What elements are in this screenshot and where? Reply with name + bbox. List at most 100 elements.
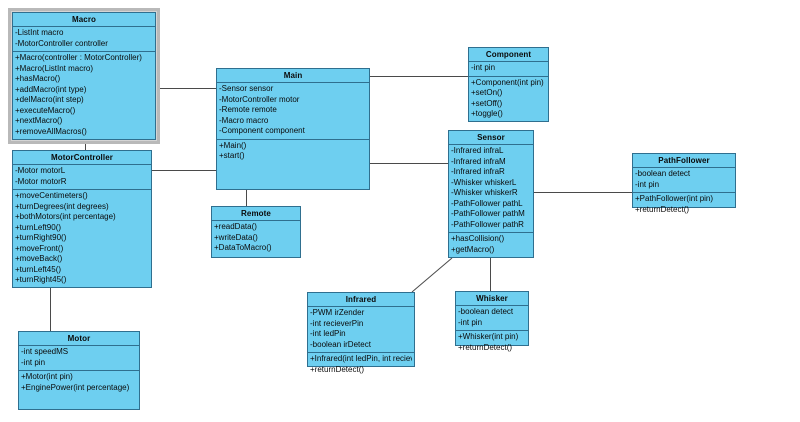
attribute-row: -Motor motorR bbox=[15, 176, 67, 186]
attribute-row: -Remote remote bbox=[219, 105, 277, 114]
class-box-macro[interactable]: Macro -ListInt macro -MotorController co… bbox=[12, 12, 156, 140]
attribute-row: -Whisker whiskerL bbox=[451, 177, 517, 187]
class-title-sensor: Sensor bbox=[449, 131, 533, 145]
operation-row: +nextMacro() bbox=[15, 116, 63, 125]
operation-row: +EnginePower(int percentage) bbox=[21, 382, 130, 392]
class-attributes-sensor: -Infrared infraL -Infrared infraM -Infra… bbox=[449, 145, 533, 232]
class-title-remote: Remote bbox=[212, 207, 300, 221]
connector-macro-main bbox=[152, 88, 216, 89]
attribute-row: -Macro macro bbox=[219, 115, 269, 125]
attribute-row: -boolean detect bbox=[635, 169, 691, 178]
class-box-pathfollower[interactable]: PathFollower -boolean detect -int pin +P… bbox=[632, 153, 736, 214]
class-operations-pathfollower: +PathFollower(int pin) +returnDetect() bbox=[633, 192, 735, 217]
connector-main-component bbox=[370, 76, 468, 77]
class-operations-sensor: +hasCollision() +getMacro() bbox=[449, 232, 533, 257]
operation-row: +Main() bbox=[219, 140, 247, 150]
class-box-whisker[interactable]: Whisker -boolean detect -int pin +Whiske… bbox=[455, 291, 529, 352]
operation-row: +removeAllMacros() bbox=[15, 126, 87, 136]
operation-row: +executeMacro() bbox=[15, 105, 76, 115]
class-title-motor: Motor bbox=[19, 332, 139, 346]
attribute-row: -PWM irZender bbox=[310, 308, 365, 317]
class-title-main: Main bbox=[217, 69, 369, 83]
class-attributes-component: -int pin bbox=[469, 62, 548, 76]
operation-row: +turnRight45() bbox=[15, 275, 67, 284]
attribute-row: -Component component bbox=[219, 126, 305, 135]
attribute-row: -int pin bbox=[458, 317, 483, 327]
class-operations-remote: +readData() +writeData() +DataToMacro() bbox=[212, 221, 300, 256]
attribute-row: -int pin bbox=[635, 179, 660, 189]
operation-row: +turnLeft90() bbox=[15, 222, 62, 232]
attribute-row: -int recieverPin bbox=[310, 318, 364, 328]
operation-row: +setOn() bbox=[471, 88, 503, 97]
connector-main-sensor bbox=[370, 163, 448, 164]
attribute-row: -Infrared infraL bbox=[451, 146, 504, 155]
operation-row: +Macro(ListInt macro) bbox=[15, 63, 94, 73]
attribute-row: -Motor motorL bbox=[15, 166, 66, 175]
operation-row: +setOff() bbox=[471, 98, 503, 108]
class-operations-motorcontroller: +moveCentimeters() +turnDegrees(int degr… bbox=[13, 189, 151, 288]
operation-row: +DataToMacro() bbox=[214, 243, 272, 252]
attribute-row: -MotorController controller bbox=[15, 38, 108, 48]
operation-row: +turnDegrees(int degrees) bbox=[15, 201, 109, 211]
class-operations-infrared: +Infrared(int ledPin, int recieverPin) +… bbox=[308, 352, 414, 377]
class-attributes-main: -Sensor sensor -MotorController motor -R… bbox=[217, 83, 369, 139]
operation-row: +turnLeft45() bbox=[15, 264, 62, 274]
attribute-row: -Whisker whiskerR bbox=[451, 188, 518, 197]
class-operations-macro: +Macro(controller : MotorController) +Ma… bbox=[13, 51, 155, 139]
class-title-motorcontroller: MotorController bbox=[13, 151, 151, 165]
connector-sensor-pathfollower bbox=[534, 192, 632, 193]
attribute-row: -ListInt macro bbox=[15, 28, 64, 37]
class-operations-whisker: +Whisker(int pin) +returnDetect() bbox=[456, 330, 528, 355]
operation-row: +hasCollision() bbox=[451, 234, 505, 243]
attribute-row: -boolean irDetect bbox=[310, 339, 371, 349]
attribute-row: -int speedMS bbox=[21, 347, 69, 356]
operation-row: +returnDetect() bbox=[635, 204, 690, 214]
class-title-whisker: Whisker bbox=[456, 292, 528, 306]
class-box-remote[interactable]: Remote +readData() +writeData() +DataToM… bbox=[211, 206, 301, 258]
operation-row: +moveCentimeters() bbox=[15, 191, 88, 200]
connector-sensor-whisker bbox=[490, 257, 491, 291]
attribute-row: -int pin bbox=[21, 357, 46, 367]
connector-motorcontroller-main bbox=[152, 170, 216, 171]
class-title-pathfollower: PathFollower bbox=[633, 154, 735, 168]
operation-row: +Macro(controller : MotorController) bbox=[15, 53, 142, 62]
class-attributes-infrared: -PWM irZender -int recieverPin -int ledP… bbox=[308, 307, 414, 352]
operation-row: +writeData() bbox=[214, 232, 258, 242]
class-operations-main: +Main() +start() bbox=[217, 138, 369, 164]
operation-row: +getMacro() bbox=[451, 244, 495, 254]
operation-row: +bothMotors(int percentage) bbox=[15, 212, 116, 221]
class-attributes-macro: -ListInt macro -MotorController controll… bbox=[13, 27, 155, 51]
class-operations-component: +Component(int pin) +setOn() +setOff() +… bbox=[469, 75, 548, 122]
attribute-row: -int pin bbox=[471, 63, 496, 72]
class-attributes-motorcontroller: -Motor motorL -Motor motorR bbox=[13, 165, 151, 189]
class-box-sensor[interactable]: Sensor -Infrared infraL -Infrared infraM… bbox=[448, 130, 534, 258]
operation-row: +turnRight90() bbox=[15, 233, 67, 242]
operation-row: +moveBack() bbox=[15, 254, 63, 263]
class-box-motor[interactable]: Motor -int speedMS -int pin +Motor(int p… bbox=[18, 331, 140, 410]
class-box-infrared[interactable]: Infrared -PWM irZender -int recieverPin … bbox=[307, 292, 415, 374]
class-title-infrared: Infrared bbox=[308, 293, 414, 307]
operation-row: +hasMacro() bbox=[15, 74, 61, 83]
connector-macro-motorcontroller bbox=[85, 143, 86, 151]
operation-row: +delMacro(int step) bbox=[15, 95, 84, 104]
operation-row: +moveFront() bbox=[15, 243, 64, 253]
class-attributes-motor: -int speedMS -int pin bbox=[19, 346, 139, 370]
operation-row: +readData() bbox=[214, 222, 257, 231]
class-title-macro: Macro bbox=[13, 13, 155, 27]
attribute-row: -Infrared infraR bbox=[451, 167, 505, 176]
class-title-component: Component bbox=[469, 48, 548, 62]
operation-row: +Component(int pin) bbox=[471, 77, 544, 87]
class-box-motorcontroller[interactable]: MotorController -Motor motorL -Motor mot… bbox=[12, 150, 152, 288]
operation-row: +Whisker(int pin) bbox=[458, 332, 519, 341]
operation-row: +returnDetect() bbox=[310, 364, 365, 374]
class-box-component[interactable]: Component -int pin +Component(int pin) +… bbox=[468, 47, 549, 122]
operation-row: +returnDetect() bbox=[458, 342, 513, 352]
attribute-row: -PathFollower pathM bbox=[451, 209, 525, 218]
class-box-main[interactable]: Main -Sensor sensor -MotorController mot… bbox=[216, 68, 370, 190]
attribute-row: -Infrared infraM bbox=[451, 156, 506, 166]
connector-main-remote bbox=[246, 190, 247, 206]
class-attributes-whisker: -boolean detect -int pin bbox=[456, 306, 528, 330]
operation-row: +toggle() bbox=[471, 109, 503, 118]
